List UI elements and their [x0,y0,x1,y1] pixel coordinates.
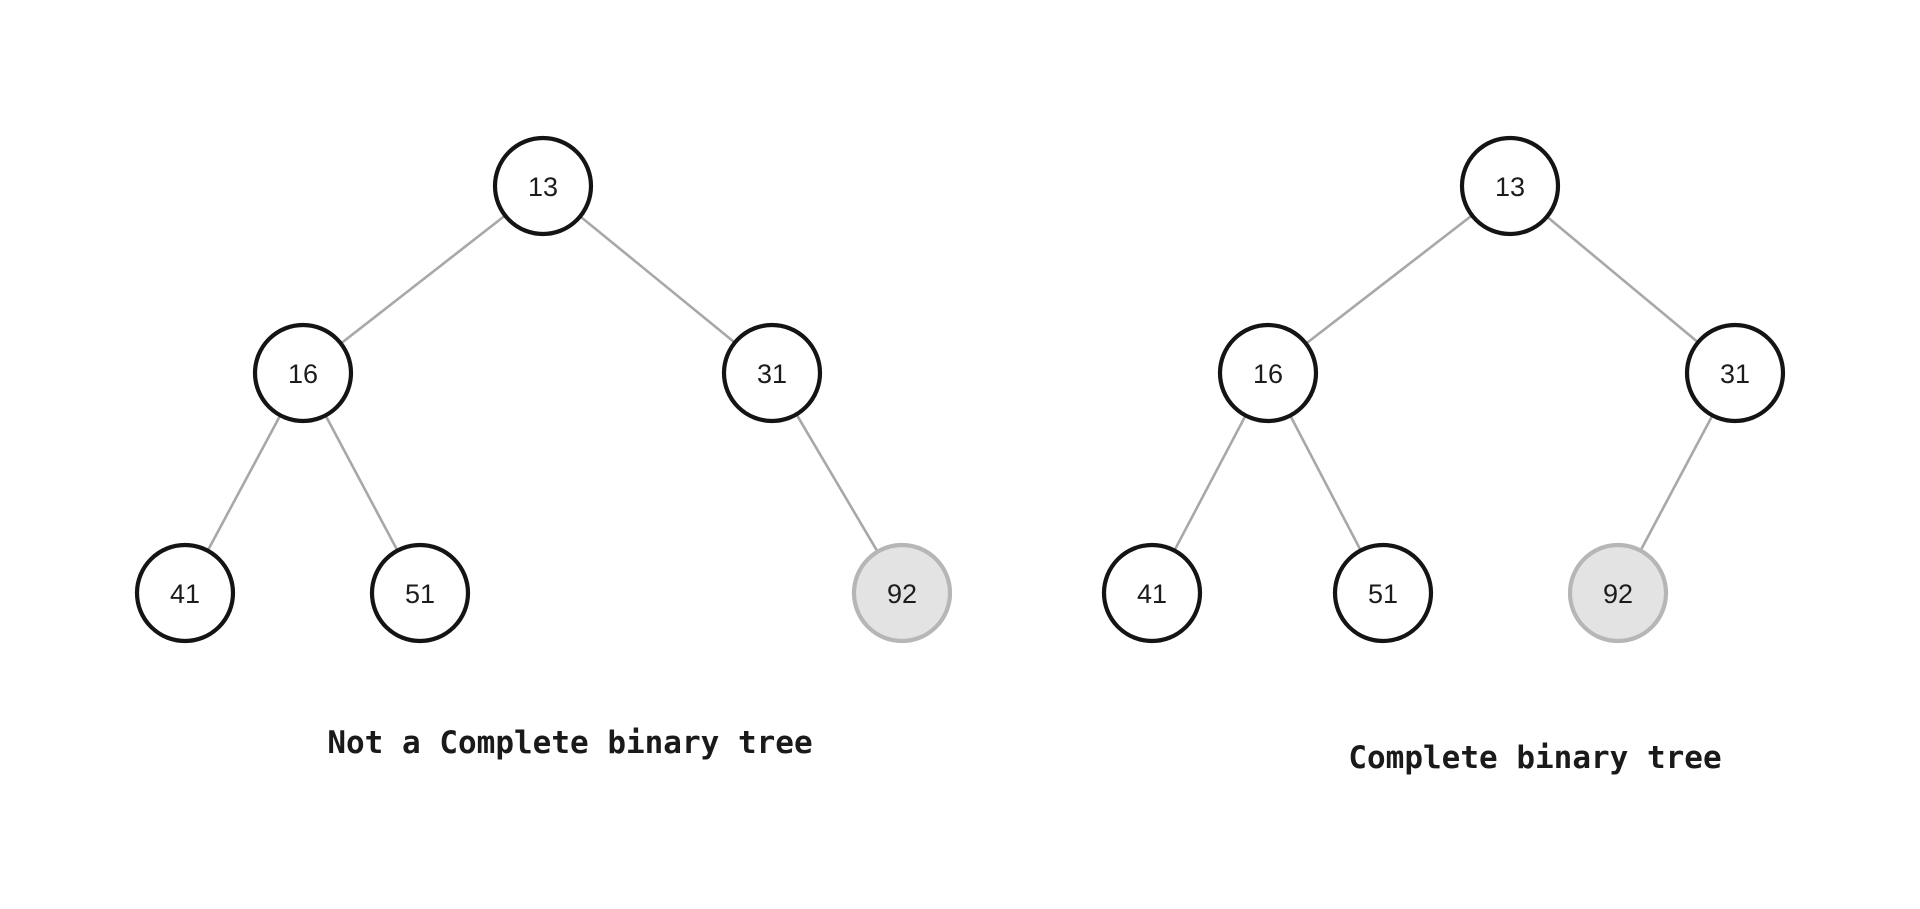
node-label: 51 [405,579,435,609]
tree-node-51[interactable]: 51 [369,542,471,644]
tree-edge-L16-L41 [205,413,283,553]
figure-caption-left: Not a Complete binary tree [327,725,812,761]
node-label: 31 [757,359,787,389]
tree-edge-R13-R16 [1303,213,1475,346]
tree-node-41[interactable]: 41 [1101,542,1203,644]
node-label: 51 [1368,579,1398,609]
node-circle[interactable] [1217,322,1319,424]
node-circle[interactable] [369,542,471,644]
tree-node-41[interactable]: 41 [134,542,236,644]
edge-group [205,213,880,554]
node-label: 16 [288,359,318,389]
node-label: 92 [1603,579,1633,609]
tree-node-51[interactable]: 51 [1332,542,1434,644]
tree-edge-R13-R31 [1544,214,1701,345]
tree-node-16[interactable]: 16 [1217,322,1319,424]
tree-node-92[interactable]: 92 [1567,542,1669,644]
tree-node-31[interactable]: 31 [721,322,823,424]
node-circle[interactable] [134,542,236,644]
node-label: 13 [528,172,558,202]
edge-group [1172,213,1715,553]
node-circle[interactable] [1101,542,1203,644]
tree-edge-L13-L16 [338,213,508,346]
node-circle[interactable] [1332,542,1434,644]
tree-edge-L31-L92 [794,412,880,554]
node-circle[interactable] [252,322,354,424]
node-circle-highlighted[interactable] [1567,542,1669,644]
tree-node-31[interactable]: 31 [1684,322,1786,424]
tree-node-92[interactable]: 92 [851,542,953,644]
tree-node-13[interactable]: 13 [1459,135,1561,237]
tree-edge-R31-R92 [1638,413,1715,553]
node-label: 31 [1720,359,1750,389]
node-circle[interactable] [492,135,594,237]
tree-edge-L13-L31 [578,214,737,345]
node-circle-highlighted[interactable] [851,542,953,644]
tree-edge-L16-L51 [323,413,400,553]
node-label: 13 [1495,172,1525,202]
tree-node-13[interactable]: 13 [492,135,594,237]
tree-node-16[interactable]: 16 [252,322,354,424]
node-label: 92 [887,579,917,609]
node-circle[interactable] [1459,135,1561,237]
tree-edge-R16-R51 [1288,413,1363,553]
figure-caption-right: Complete binary tree [1348,740,1721,776]
node-circle[interactable] [721,322,823,424]
node-circle[interactable] [1684,322,1786,424]
node-label: 41 [170,579,200,609]
node-label: 41 [1137,579,1167,609]
tree-edge-R16-R41 [1172,413,1248,553]
node-label: 16 [1253,359,1283,389]
